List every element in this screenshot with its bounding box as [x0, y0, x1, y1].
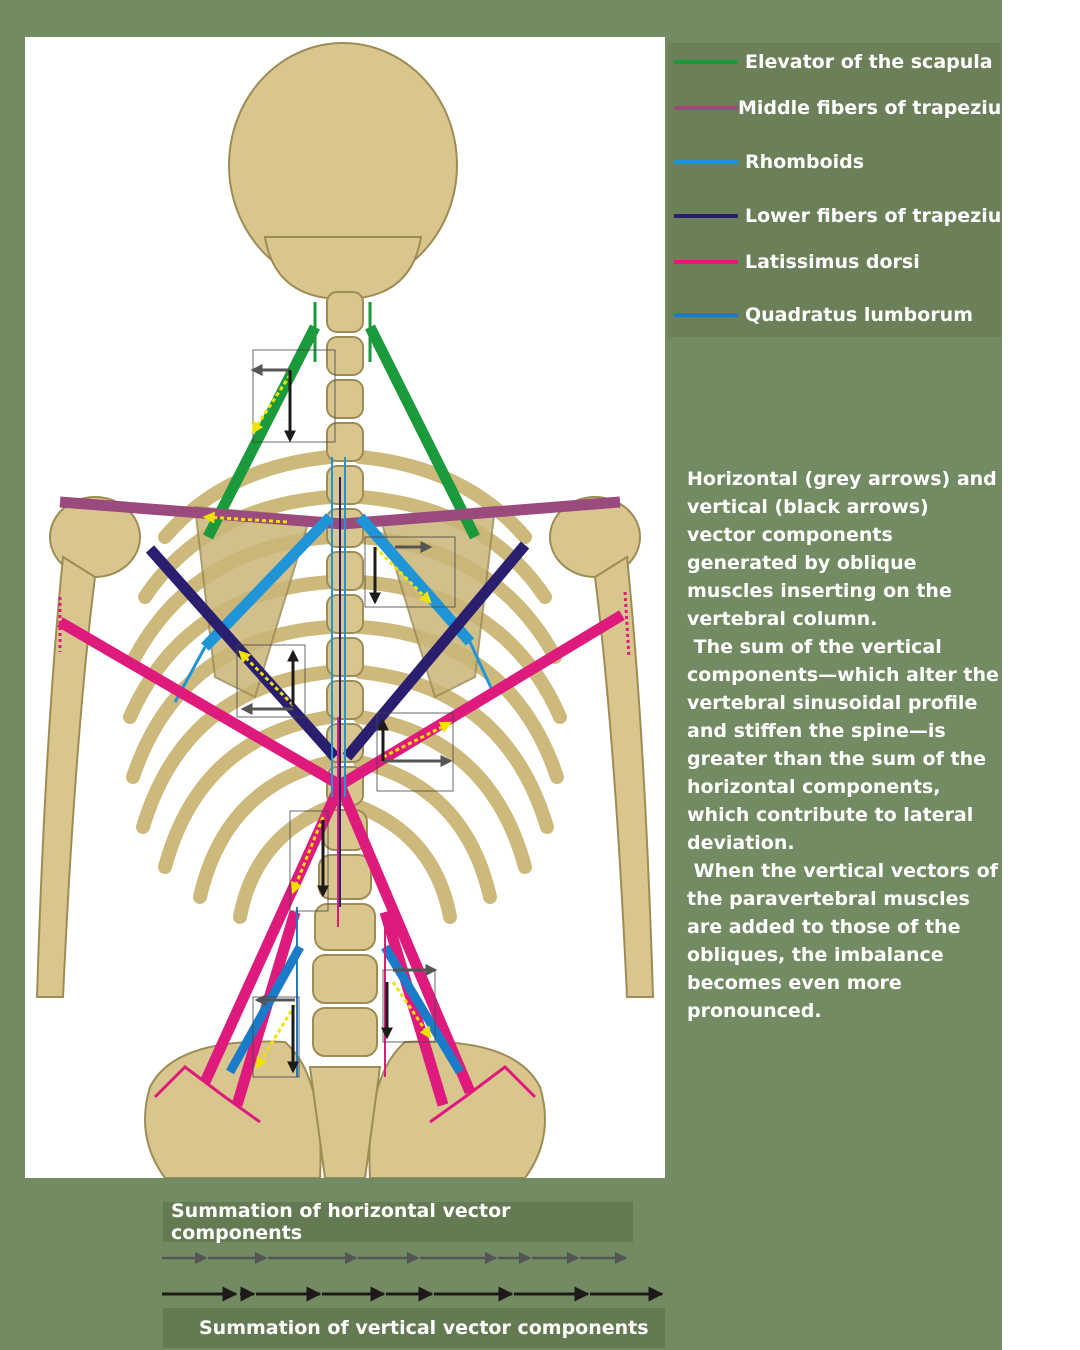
- latissimus-right-lower-2: [379, 910, 449, 1107]
- vertical-summation-title: Summation of vertical vector components: [163, 1308, 665, 1348]
- elevator-scapula-right: [365, 324, 480, 540]
- legend-item-latissimus-dorsi: Latissimus dorsi: [668, 247, 1001, 277]
- legend-label: Elevator of the scapula: [745, 51, 993, 73]
- legend-swatch: [674, 106, 738, 110]
- legend-label: Middle fibers of trapezius: [738, 97, 1013, 119]
- right-humerus: [593, 555, 655, 998]
- legend-item-middle-trapezius: Middle fibers of trapezius: [668, 93, 1013, 123]
- right-iliac-crest: [368, 1040, 546, 1178]
- latissimus-right-lower: [334, 782, 476, 1095]
- legend: Elevator of the scapula Middle fibers of…: [668, 43, 1013, 337]
- legend-label: Lower fibers of trapezius: [745, 205, 1013, 227]
- skeleton-diagram: [35, 42, 655, 1178]
- legend-item-rhomboids: Rhomboids: [668, 147, 1001, 177]
- middle-trapezius: [59, 496, 621, 530]
- sacrum: [308, 1066, 382, 1178]
- vertical-summation-arrows: [162, 1286, 664, 1302]
- latissimus-right-upper: [337, 610, 625, 790]
- skeleton-figure: [25, 37, 665, 1178]
- legend-label: Latissimus dorsi: [745, 251, 920, 273]
- rhomboid-right: [355, 513, 475, 646]
- legend-item-elevator-scapula: Elevator of the scapula: [668, 47, 1001, 77]
- legend-swatch: [674, 260, 738, 264]
- legend-item-lower-trapezius: Lower fibers of trapezius: [668, 201, 1013, 231]
- horizontal-summation-title: Summation of horizontal vector component…: [163, 1200, 633, 1244]
- legend-label: Quadratus lumborum: [745, 304, 974, 326]
- bones: [35, 42, 655, 1178]
- legend-item-quadratus-lumborum: Quadratus lumborum: [668, 300, 1001, 330]
- jaw: [263, 236, 423, 301]
- legend-swatch: [674, 160, 738, 164]
- left-iliac-crest: [144, 1040, 322, 1178]
- legend-label: Rhomboids: [745, 151, 865, 173]
- legend-swatch: [674, 214, 738, 218]
- vector-components: [202, 349, 456, 1078]
- quadratus-lumborum-left: [226, 944, 304, 1075]
- horizontal-summation-arrows: [162, 1251, 628, 1265]
- latissimus-left-upper: [57, 617, 343, 790]
- legend-swatch: [674, 60, 738, 64]
- legend-swatch: [674, 313, 738, 317]
- quadratus-lumborum-right: [381, 944, 464, 1075]
- description-text: Horizontal (grey arrows) and vertical (b…: [687, 468, 999, 1022]
- left-humerus: [35, 555, 97, 998]
- latissimus-left-lower: [199, 782, 346, 1085]
- rhomboid-left: [201, 513, 334, 651]
